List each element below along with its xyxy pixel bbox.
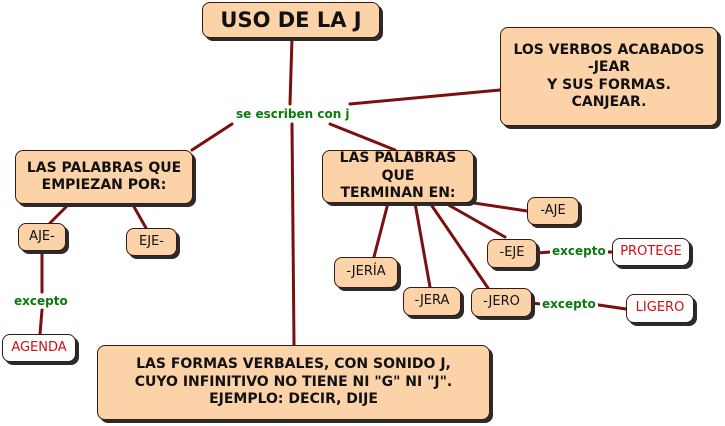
line-link-to-formas: [290, 122, 296, 347]
line-terminan-to-jera: [413, 201, 432, 289]
link-label-se-escriben: se escriben con j: [234, 107, 352, 121]
line-terminan-to-ajesuf: [472, 201, 529, 213]
line-empiezan-to-eje: [131, 203, 148, 230]
jera-node: -JERA: [403, 287, 461, 316]
exception-protege: PROTEGE: [612, 238, 690, 266]
exception-agenda: AGENDA: [2, 334, 76, 362]
verbos-jear-node: LOS VERBOS ACABADOS -JEAR Y SUS FORMAS. …: [500, 27, 718, 126]
empiezan-node: LAS PALABRAS QUE EMPIEZAN POR:: [15, 150, 193, 204]
jero-node: -JERO: [471, 288, 532, 317]
aje-suffix-node: -AJE: [527, 197, 579, 225]
eje-suffix-node: -EJE: [487, 239, 537, 268]
line-link-to-empiezan: [190, 122, 234, 152]
link-label-excepto-agenda: excepto: [12, 294, 70, 308]
terminan-node: LAS PALABRAS QUE TERMINAN EN:: [322, 150, 474, 203]
formas-verbales-node: LAS FORMAS VERBALES, CON SONIDO J, CUYO …: [97, 345, 490, 420]
title-node: USO DE LA J: [202, 2, 380, 38]
link-label-excepto-ligero: excepto: [540, 297, 598, 311]
line-ejesuf-to-excepto: [535, 250, 552, 255]
line-title-to-link: [288, 36, 294, 106]
line-excepto-to-agenda: [38, 308, 44, 336]
eje-prefix-node: EJE-: [126, 228, 177, 256]
aje-prefix-node: AJE-: [18, 223, 66, 251]
line-jero-to-excepto: [530, 301, 542, 306]
line-terminan-to-ejesuf: [443, 201, 507, 239]
line-link-to-terminan: [328, 122, 397, 152]
line-empiezan-to-aje: [48, 203, 70, 225]
jeria-node: -JERÍA: [334, 257, 398, 288]
line-link-to-verbos: [348, 88, 502, 106]
line-terminan-to-jeria: [372, 201, 390, 259]
exception-ligero: LIGERO: [626, 294, 694, 323]
link-label-excepto-protege: excepto: [550, 244, 608, 258]
line-terminan-to-jero: [428, 201, 490, 290]
